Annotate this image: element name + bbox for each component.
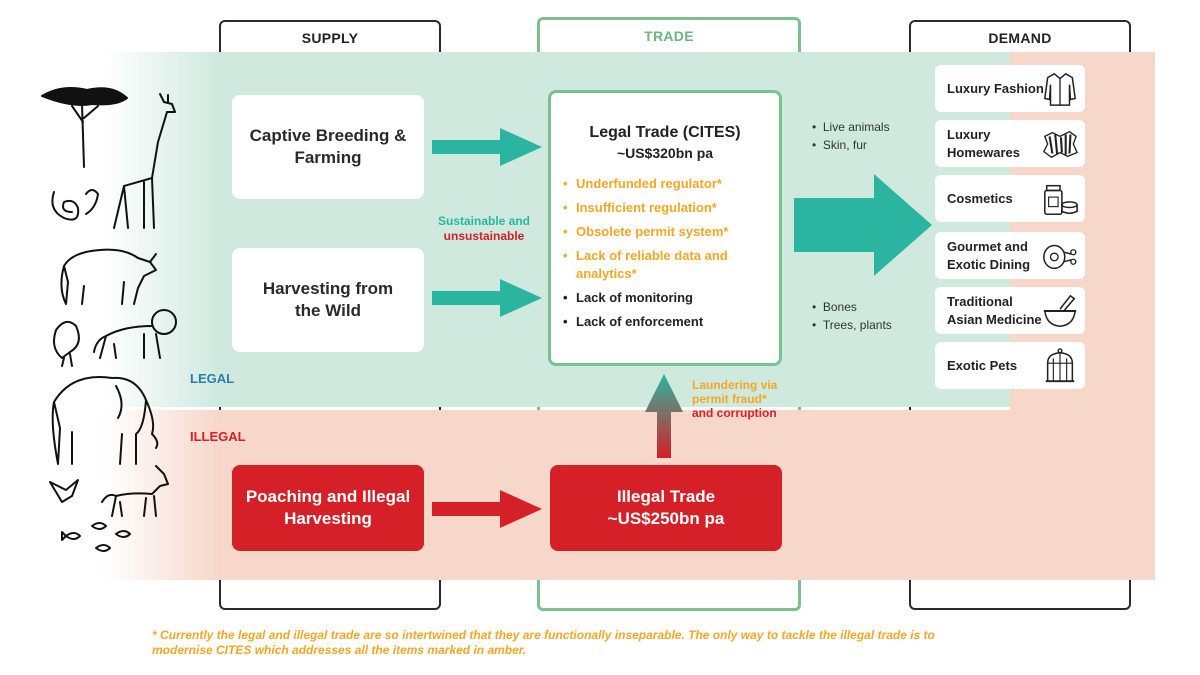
legal-trade-issues: Underfunded regulator* Insufficient regu… — [563, 175, 778, 337]
poaching-to-illegal-arrow — [432, 490, 542, 528]
laundering-arrow — [645, 374, 683, 458]
rhino-icon — [60, 248, 157, 305]
product-item: • Skin, fur — [812, 138, 867, 152]
flying-bird-icon — [49, 479, 79, 503]
demand-luxury-homewares: Luxury Homewares — [935, 120, 1085, 167]
wolf-icon — [101, 465, 169, 517]
demand-luxury-fashion: Luxury Fashion — [935, 65, 1085, 112]
trade-to-demand-arrow — [794, 174, 932, 276]
unsustainable-text: unsustainable — [443, 229, 525, 243]
products-bottom-list: • Bones • Trees, plants — [812, 298, 892, 334]
product-item: • Bones — [812, 300, 857, 314]
demand-column-title: DEMAND — [988, 30, 1052, 46]
laundering-note: Laundering via permit fraud* and corrupt… — [692, 378, 777, 420]
laundering-line-1: Laundering via — [692, 378, 778, 392]
supply-column-title: SUPPLY — [301, 30, 359, 46]
snake-icon — [51, 189, 99, 221]
sustainable-text: Sustainable and — [437, 214, 531, 228]
product-item: • Live animals — [812, 120, 890, 134]
cosmetics-jar-icon — [1044, 184, 1078, 215]
legal-trade-value: ~US$320bn pa — [616, 145, 714, 161]
birdcage-icon — [1045, 348, 1075, 383]
wild-to-legal-arrow — [432, 279, 542, 317]
issue-item: Lack of reliable data and analytics* — [563, 247, 778, 283]
demand-cosmetics: Cosmetics — [935, 175, 1085, 222]
legal-label: LEGAL — [190, 371, 235, 386]
mortar-pestle-icon — [1043, 294, 1077, 327]
footnote: * Currently the legal and illegal trade … — [152, 628, 935, 657]
issue-item: Lack of monitoring — [563, 289, 778, 307]
products-top-list: • Live animals • Skin, fur — [812, 118, 890, 154]
lion-icon — [93, 309, 177, 359]
issue-item: Underfunded regulator* — [563, 175, 778, 193]
demand-exotic-pets: Exotic Pets — [935, 342, 1085, 389]
issue-item: Insufficient regulation* — [563, 199, 778, 217]
tree-icon — [41, 87, 128, 168]
laundering-line-3: and corruption — [692, 406, 777, 420]
trade-column-title: TRADE — [644, 28, 694, 44]
product-item: • Trees, plants — [812, 318, 892, 332]
zebra-rug-icon — [1043, 130, 1078, 159]
demand-asian-medicine: Traditional Asian Medicine — [935, 287, 1085, 334]
captive-breeding-box: Captive Breeding & Farming — [232, 95, 424, 199]
sustainability-note: Sustainable and unsustainable — [424, 214, 544, 244]
harvesting-wild-box: Harvesting from the Wild — [232, 248, 424, 352]
meat-icon — [1043, 244, 1077, 270]
coat-icon — [1044, 73, 1076, 106]
illegal-trade-box: Illegal Trade ~US$250bn pa — [550, 465, 782, 551]
laundering-line-2: permit fraud* — [692, 392, 767, 406]
poaching-box: Poaching and Illegal Harvesting — [232, 465, 424, 551]
elephant-icon — [51, 376, 159, 465]
legal-trade-box: Legal Trade (CITES) ~US$320bn pa Underfu… — [548, 90, 782, 366]
illegal-trade-title: Illegal Trade — [616, 487, 716, 506]
captive-to-legal-arrow — [432, 128, 542, 166]
illegal-label: ILLEGAL — [190, 429, 246, 444]
illegal-trade-value: ~US$250bn pa — [607, 509, 725, 528]
issue-item: Obsolete permit system* — [563, 223, 778, 241]
bird-icon — [53, 320, 80, 367]
demand-gourmet-dining: Gourmet and Exotic Dining — [935, 232, 1085, 279]
wildlife-illustration — [41, 87, 177, 552]
issue-item: Lack of enforcement — [563, 313, 778, 331]
legal-trade-title: Legal Trade (CITES) — [589, 124, 741, 141]
giraffe-icon — [113, 93, 176, 229]
fish-icon — [61, 522, 131, 552]
